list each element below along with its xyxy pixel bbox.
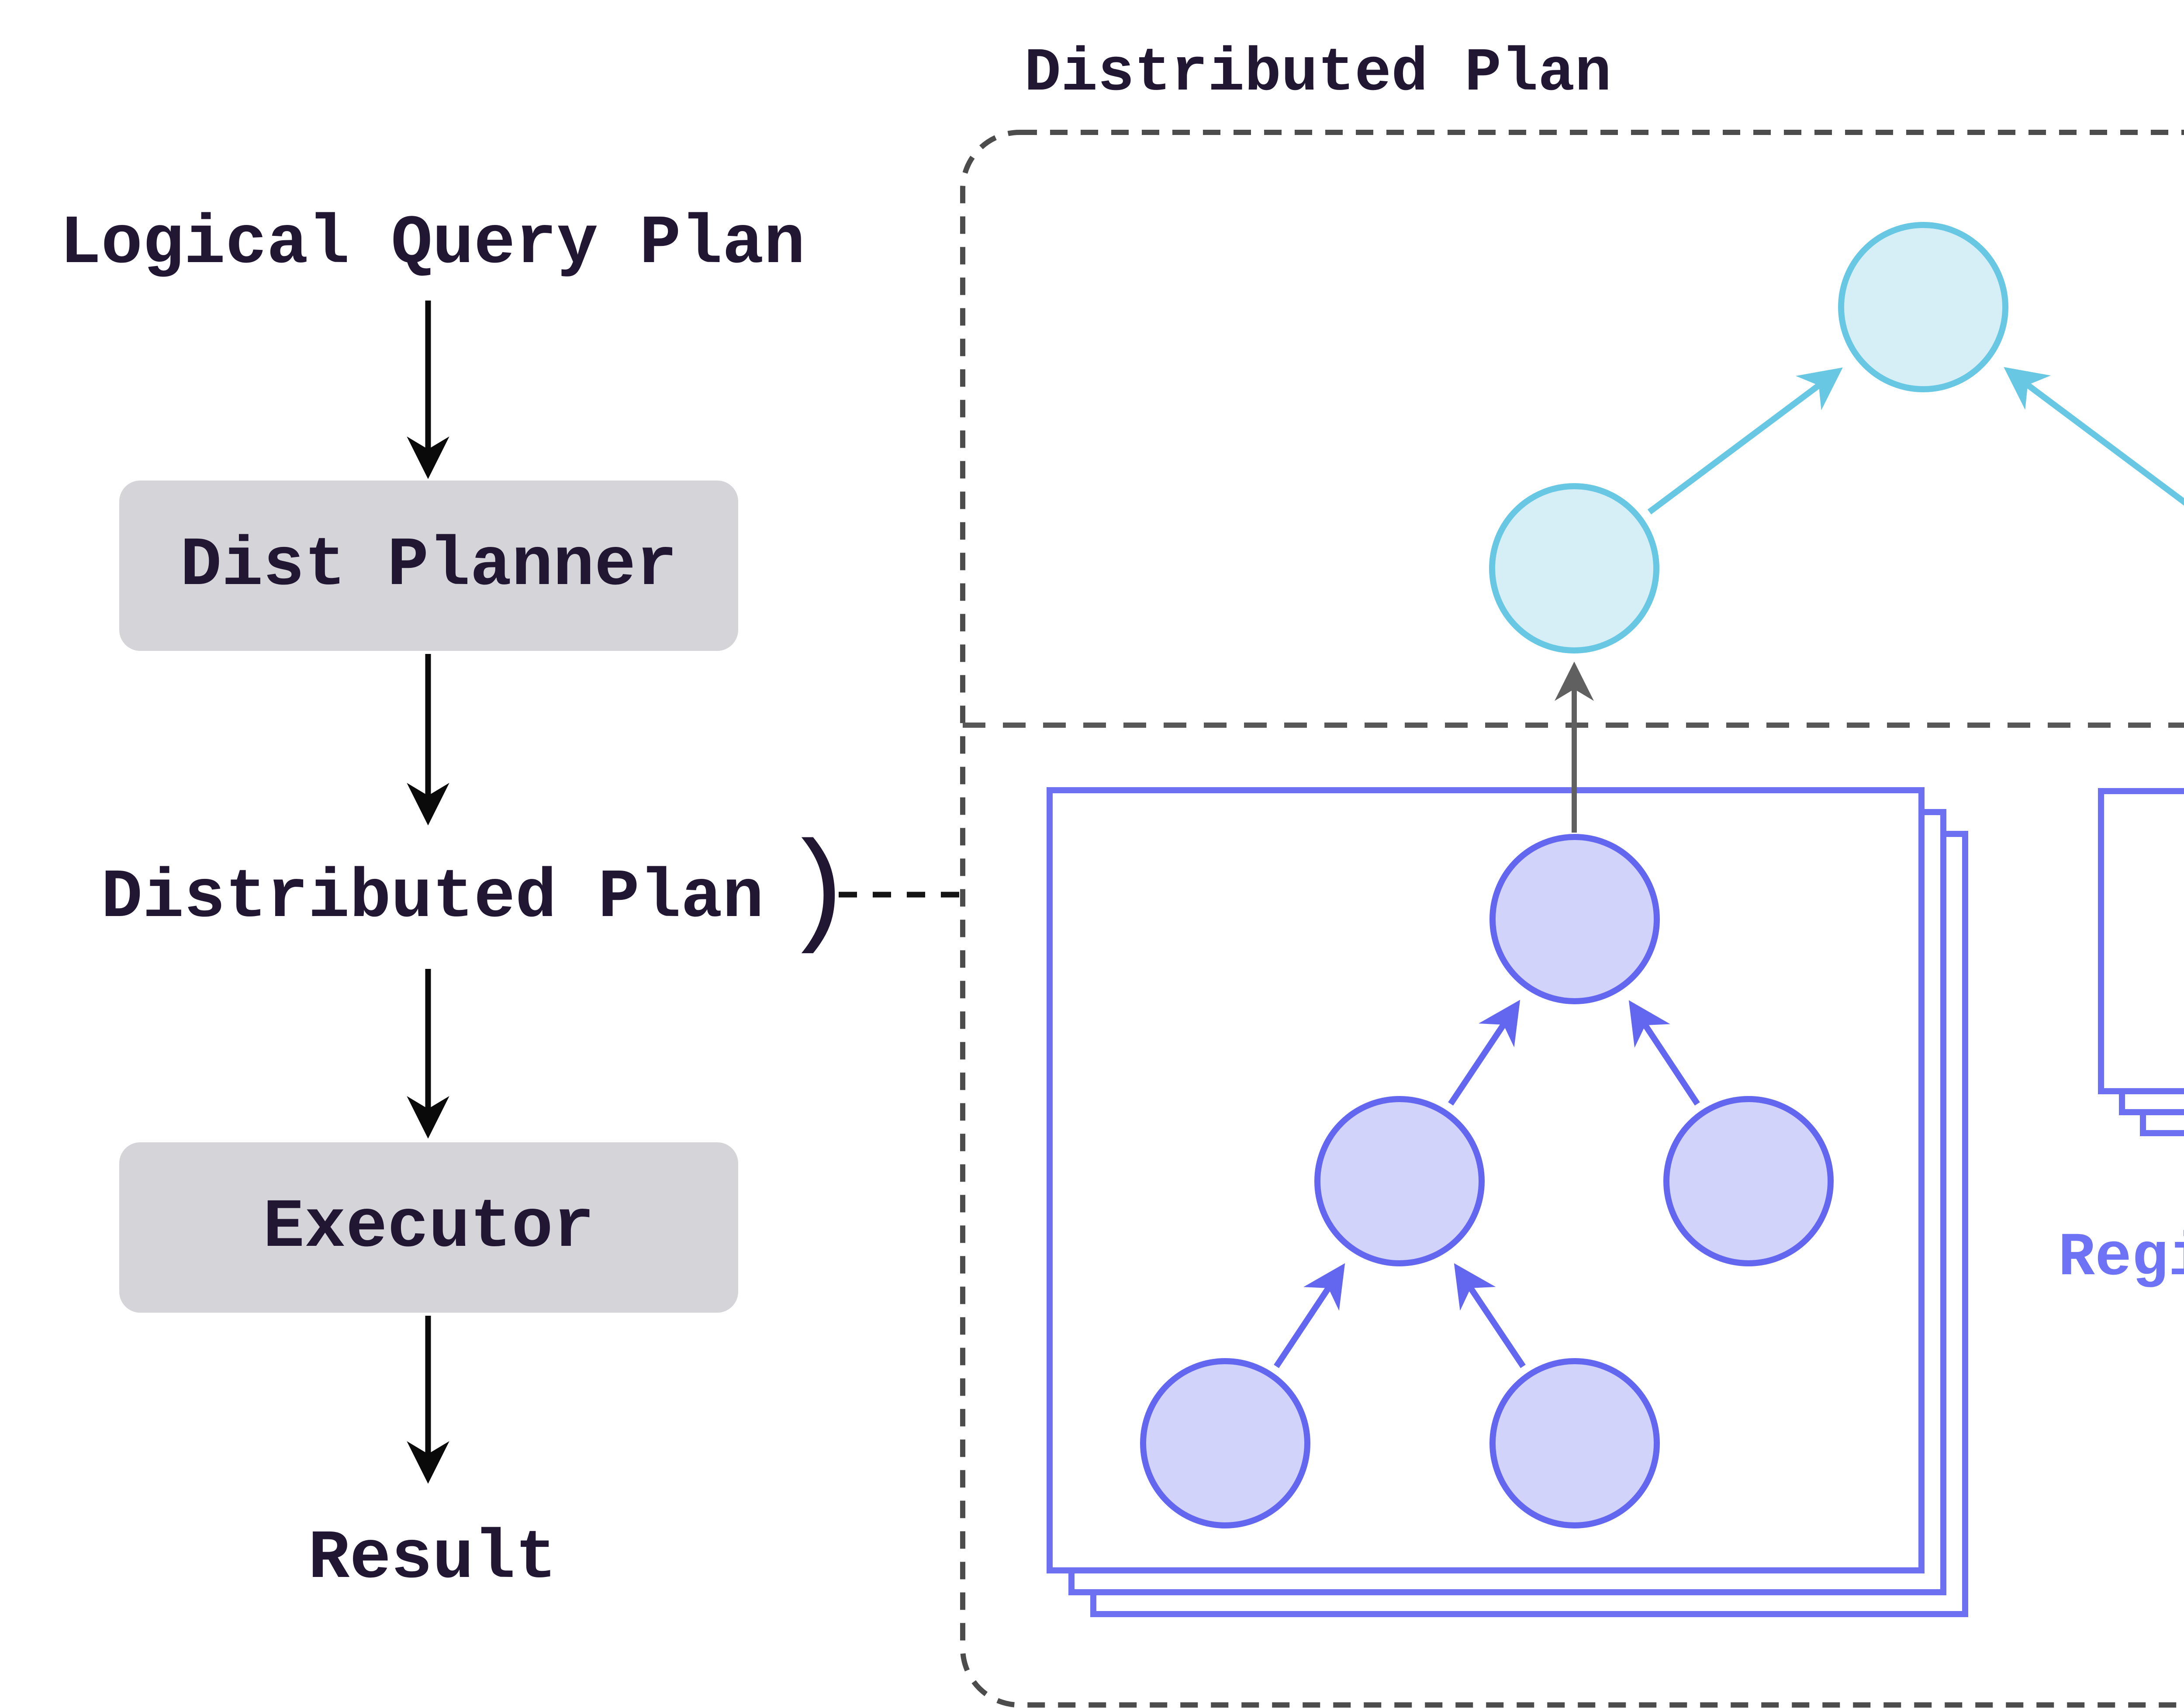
brace-glyph: ) xyxy=(781,824,856,965)
frontend-left-node xyxy=(1489,483,1659,653)
executor-label: Executor xyxy=(263,1188,594,1267)
datanode-bottom-left-node xyxy=(1140,1358,1310,1528)
distributed-plan-container-title: Distributed Plan xyxy=(1024,39,1612,108)
frontend-root-node xyxy=(1838,222,2008,392)
result-label: Result xyxy=(308,1520,557,1598)
datanode-bottom-right-node xyxy=(1489,1358,1660,1528)
logical-query-plan-label: Logical Query Plan xyxy=(59,205,805,283)
executor-box: Executor xyxy=(119,1142,738,1313)
right-region-box xyxy=(2098,788,2184,1094)
datanode-mid-right-node xyxy=(1663,1096,1834,1266)
dist-planner-label: Dist Planner xyxy=(180,526,677,605)
arrow-frontend-right-to-root xyxy=(2004,367,2184,506)
datanode-mid-left-node xyxy=(1314,1096,1485,1266)
dist-planner-box: Dist Planner xyxy=(119,481,738,651)
datanode-left-root-node xyxy=(1489,834,1660,1004)
regions-label: Regions xyxy=(2058,1224,2184,1293)
arrow-frontend-left-to-root xyxy=(1647,367,1843,515)
distributed-plan-label: Distributed Plan xyxy=(101,859,764,937)
